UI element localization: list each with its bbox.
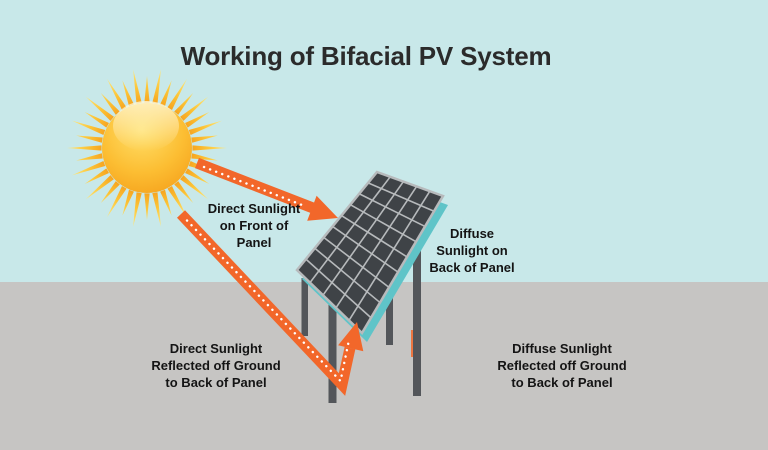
sun-icon [67,69,227,227]
label-direct-reflected-ground: Direct Sunlight Reflected off Ground to … [151,341,281,390]
panel-leg [301,278,308,336]
label-diffuse-sunlight-back: Diffuse Sunlight on Back of Panel [429,226,515,275]
reflected-sunlight-arrow [177,210,364,396]
direct-sunlight-arrow [195,157,338,221]
page-title: Working of Bifacial PV System [180,41,552,71]
hidden-arrow-sliver [411,330,415,357]
panel-leg [413,210,421,396]
sun-highlight [113,101,179,151]
panel-grid [305,176,435,321]
label-direct-sunlight-front: Direct Sunlight on Front of Panel [207,201,301,250]
bifacial-solar-panel [295,170,448,342]
panel-leg [328,300,337,403]
label-diffuse-reflected-ground: Diffuse Sunlight Reflected off Ground to… [497,341,627,390]
sun-rays [67,69,227,227]
